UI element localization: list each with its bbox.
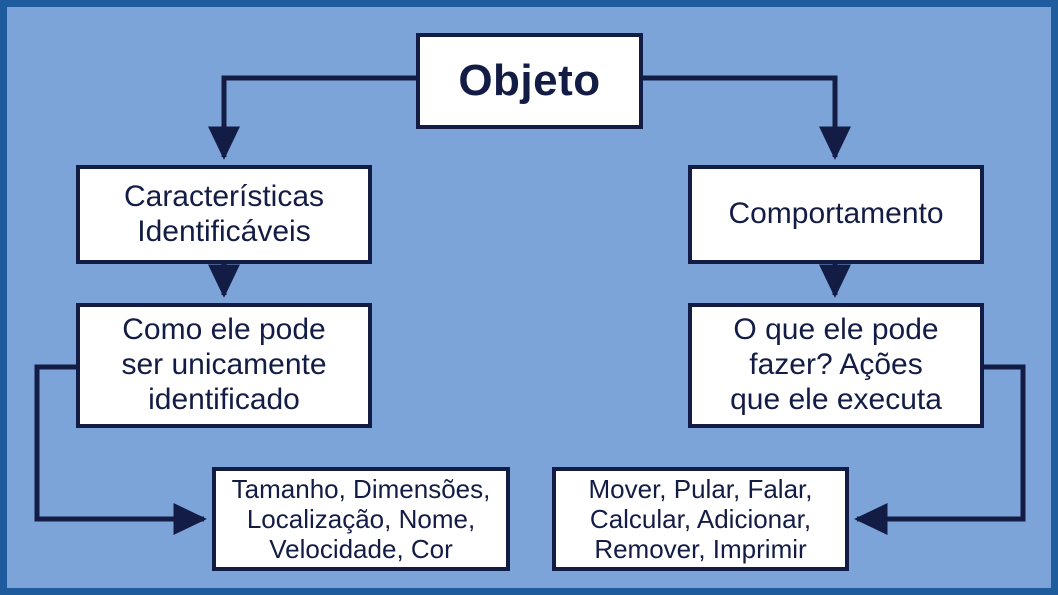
node-como-ele-pode-ser-identificado[interactable]: Como ele pode ser unicamente identificad…	[76, 303, 372, 428]
node-o-que-ele-pode-fazer[interactable]: O que ele pode fazer? Ações que ele exec…	[688, 303, 984, 428]
node-objeto[interactable]: Objeto	[416, 33, 643, 129]
node-atributos-exemplos[interactable]: Tamanho, Dimensões, Localização, Nome, V…	[212, 467, 510, 571]
node-acoes-exemplos[interactable]: Mover, Pular, Falar, Calcular, Adicionar…	[552, 467, 849, 571]
node-comportamento[interactable]: Comportamento	[688, 165, 984, 264]
node-caracteristicas-identificaveis[interactable]: Características Identificáveis	[76, 165, 372, 264]
